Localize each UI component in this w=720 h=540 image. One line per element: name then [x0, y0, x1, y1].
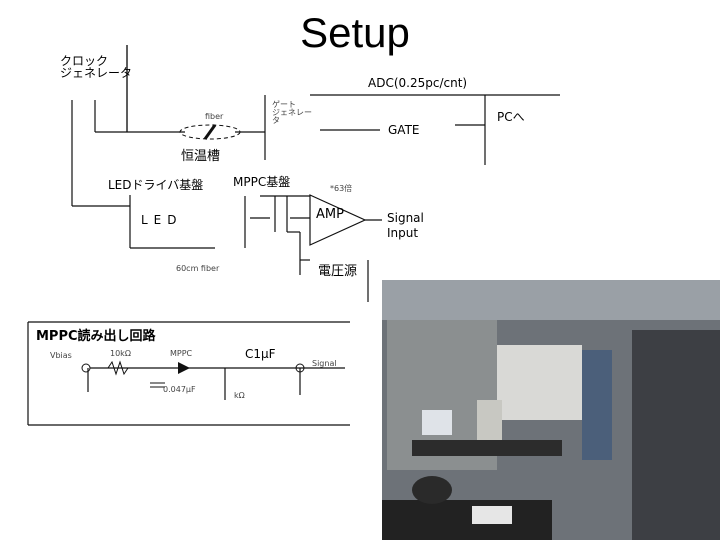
lab-photo	[382, 280, 720, 540]
slide-title: Setup	[300, 9, 410, 56]
amp-label: AMP	[316, 207, 344, 222]
led-driver-board-label: LEDドライバ基盤	[108, 178, 204, 192]
capacitor1-label: C1μF	[245, 347, 276, 361]
mppc-board-label: MPPC基盤	[233, 175, 291, 189]
resistor2-label: kΩ	[234, 391, 245, 400]
gain-label: *63倍	[330, 184, 353, 193]
signal-label: Signal	[312, 359, 337, 368]
gate-label: GATE	[388, 123, 420, 137]
thermostat-label: 恒温槽	[181, 149, 221, 164]
voltage-source-label: 電圧源	[318, 264, 358, 279]
to-pc-label: PCへ	[497, 110, 525, 124]
mppc-label: MPPC	[170, 349, 193, 358]
gate-generator-label: ゲート ジェネレー タ	[272, 100, 312, 125]
adc-label: ADC(0.25pc/cnt)	[368, 76, 468, 90]
capacitor2-label: 0.047μF	[163, 385, 196, 394]
fiber-length-label: 60cm fiber	[176, 264, 220, 273]
readout-title: MPPC読み出し回路	[36, 329, 156, 344]
resistor1-label: 10kΩ	[110, 349, 131, 358]
vbias-label: Vbias	[50, 351, 72, 360]
fiber-label: fiber	[205, 112, 224, 121]
led-label: LED	[141, 213, 183, 227]
clock-generator-label: クロック ジェネレータ	[60, 54, 133, 80]
signal-input-label: Signal Input	[387, 211, 424, 240]
